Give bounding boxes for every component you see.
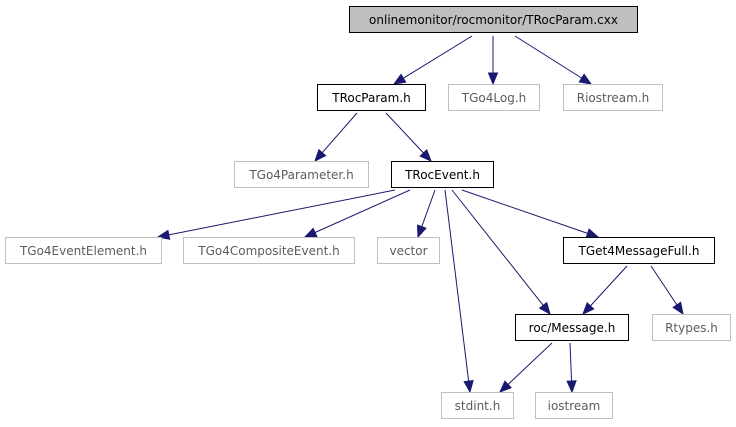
edge-arrowhead [416,224,427,239]
edge-line [590,265,628,307]
node-trocevent-h[interactable]: TRocEvent.h [391,161,494,188]
edge-line [385,112,424,154]
edge-arrowhead [538,301,551,316]
node-trocparam-cxx[interactable]: onlinemonitor/rocmonitor/TRocParam.cxx [349,6,638,33]
edge-trocevent_h-to-vector [416,189,436,239]
edge-trocevent_h-to-tgo4compositeevent_h [303,189,411,238]
edge-trocparam_h-to-tgo4parameter_h [314,112,358,162]
edge-line [403,35,473,79]
node-tgo4log-h: TGo4Log.h [448,84,540,111]
node-trocparam-h[interactable]: TRocParam.h [317,84,426,111]
edge-roc_message_h-to-stdint_h [499,342,553,393]
edge-trocevent_h-to-roc_message_h [451,189,551,316]
node-vector: vector [377,237,440,264]
edge-line [321,112,358,154]
edge-arrowhead [419,149,432,162]
edge-root-to-tgo4log_h [487,36,499,86]
node-riostream-h: Riostream.h [563,84,663,111]
edge-arrowhead [672,301,684,316]
node-iostream: iostream [535,392,613,419]
node-tget4messagefull-h[interactable]: TGet4MessageFull.h [563,237,715,264]
node-tgo4parameter-h: TGo4Parameter.h [234,161,369,188]
node-roc-message-h[interactable]: roc/Message.h [515,314,629,341]
edge-line [444,189,470,382]
edge-line [451,189,544,306]
edge-line [461,189,588,234]
edge-trocparam_h-to-trocevent_h [385,112,432,162]
edge-line [514,35,582,79]
edge-roc_message_h-to-iostream [566,342,577,394]
edge-arrowhead [303,227,318,238]
edge-arrowhead [566,380,577,394]
edge-arrowhead [463,379,474,394]
edge-root-to-riostream_h [514,35,593,85]
node-tgo4eventelement-h: TGo4EventElement.h [5,237,162,264]
edge-line [507,342,553,385]
node-stdint-h: stdint.h [441,392,514,419]
edge-arrowhead [392,73,407,85]
edge-arrowhead [487,72,499,86]
edge-trocevent_h-to-stdint_h [444,189,474,394]
node-tgo4compositeevent-h: TGo4CompositeEvent.h [183,237,355,264]
edge-arrowhead [578,73,593,85]
edge-tget4messagefull_h-to-roc_message_h [582,265,628,315]
edge-trocevent_h-to-tgo4eventelement_h [156,189,396,240]
edge-line [569,342,573,382]
edge-line [168,189,396,236]
edge-root-to-trocparam_h [392,35,473,85]
edge-arrowhead [582,301,595,315]
edge-line [314,189,411,233]
edge-arrowhead [499,380,512,393]
edge-tget4messagefull_h-to-rtypes_h [650,265,684,316]
edge-line [650,265,678,306]
edge-arrowhead [314,148,327,162]
edge-line [421,189,436,227]
edge-trocevent_h-to-tget4messagefull_h [461,189,600,239]
node-rtypes-h: Rtypes.h [652,314,731,341]
